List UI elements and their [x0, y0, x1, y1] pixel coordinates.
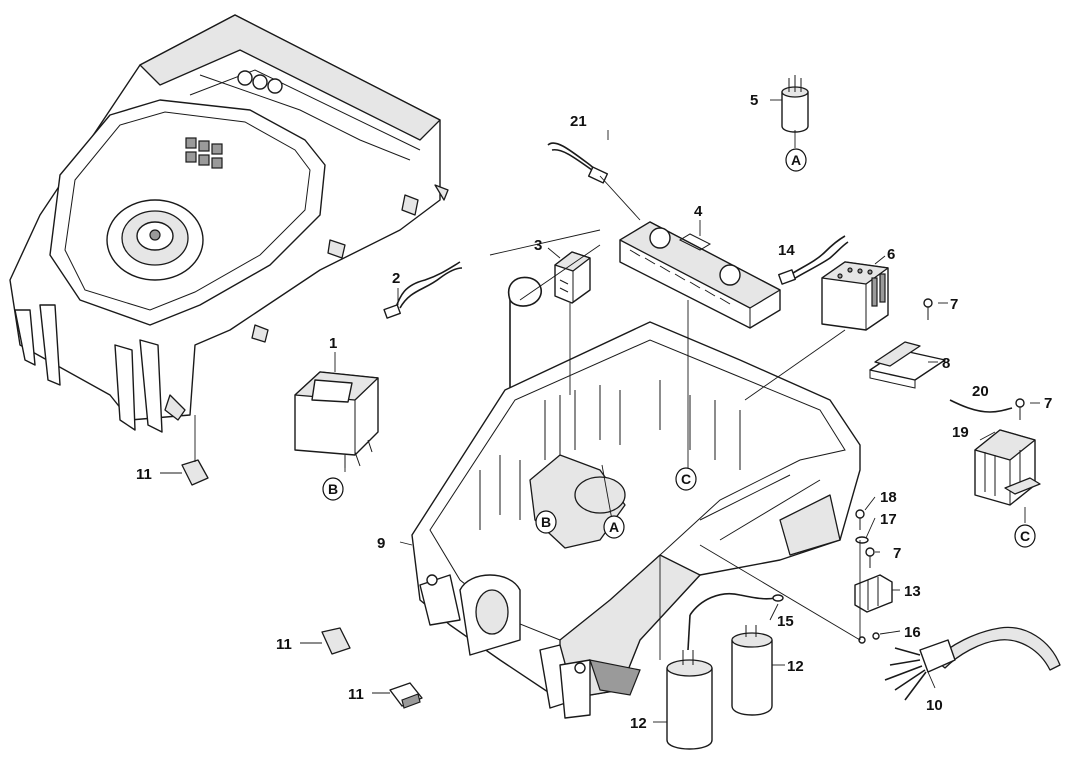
callout-1: 1: [329, 335, 337, 352]
callout-5: 5: [750, 92, 758, 109]
clip-11: [181, 459, 423, 709]
callout-12-left: 12: [630, 715, 647, 732]
callout-17: 17: [880, 511, 897, 528]
ref-b-transformer: B: [328, 481, 338, 497]
callout-6: 6: [887, 246, 895, 263]
transformer: [294, 371, 379, 468]
cable-2: [383, 261, 463, 319]
capacitor-5: [781, 75, 809, 133]
callout-7-top: 7: [950, 296, 958, 313]
callout-3: 3: [534, 237, 542, 254]
bracket-assembly: [854, 509, 893, 644]
callout-15: 15: [777, 613, 794, 630]
reference-markers: A A B B C C: [322, 148, 1036, 548]
ref-c-housing: C: [681, 471, 691, 487]
callout-21: 21: [570, 113, 587, 130]
jumper-20: [949, 399, 1013, 413]
callout-10: 10: [926, 697, 943, 714]
callout-4: 4: [694, 203, 703, 220]
leader-lines: [160, 99, 1040, 723]
callout-13: 13: [904, 583, 921, 600]
callout-14: 14: [778, 242, 795, 259]
contactor-6: [821, 261, 889, 331]
callout-16: 16: [904, 624, 921, 641]
sensor-probe: [508, 276, 543, 395]
screw-7: [865, 298, 1025, 568]
callout-9: 9: [377, 535, 385, 552]
ref-b-housing: B: [541, 514, 551, 530]
ref-a-capacitor: A: [791, 152, 801, 168]
callout-labels: 1 2 3 4 5 6 7 7 7 8 9 10 11 11 11 11 12 …: [136, 92, 1052, 732]
callout-7-right: 7: [1044, 395, 1052, 412]
callout-12-right: 12: [787, 658, 804, 675]
callout-11-c: 11: [348, 686, 364, 703]
terminal-block-19: [974, 429, 1041, 506]
callout-19: 19: [952, 424, 969, 441]
callout-20: 20: [972, 383, 989, 400]
cover-housing: [9, 14, 449, 433]
callout-7-lower: 7: [893, 545, 901, 562]
base-housing: [411, 321, 861, 719]
connector-14: [778, 235, 849, 285]
callout-2: 2: [392, 270, 400, 287]
ground-wire-15: [687, 593, 784, 651]
ref-a-housing: A: [609, 519, 619, 535]
control-board: [619, 221, 781, 329]
callout-11-a: 11: [136, 466, 152, 483]
ref-c-terminal: C: [1020, 528, 1030, 544]
callout-18: 18: [880, 489, 897, 506]
capacitor-12: [666, 625, 773, 750]
connector-21: [547, 142, 609, 184]
power-cable-10: [884, 626, 1061, 701]
callout-8: 8: [942, 355, 950, 372]
din-rail-8: [869, 341, 946, 389]
callout-11-b: 11: [276, 636, 292, 653]
relay-module: [554, 251, 591, 304]
